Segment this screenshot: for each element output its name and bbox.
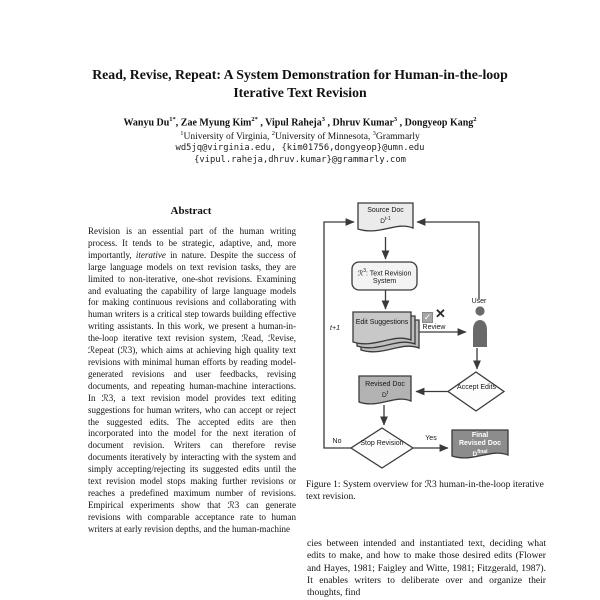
final-doc-label: Final Revised Doc Dfinal: [458, 432, 502, 459]
edit-suggestions-front: [352, 311, 412, 345]
figure-caption: Figure 1: System overview for ℛ3 human-i…: [306, 480, 544, 502]
revised-doc-label: Revised Doc Dt: [365, 381, 405, 400]
final-doc-shape: [451, 429, 509, 459]
arrow-user-to-source: [416, 218, 480, 299]
stop-revision-diamond: [349, 427, 415, 469]
abstract-text: Revision is an essential part of the hum…: [88, 226, 296, 534]
stop-revision-label: Stop Revision: [360, 440, 404, 447]
email-line-1: wd5jq@virginia.edu, {kim01756,dongyeop}@…: [175, 143, 425, 153]
review-accept-icon: ✓: [422, 312, 433, 323]
accept-edits-label: Accept Edits: [457, 384, 496, 391]
flow-shapes: [349, 202, 509, 469]
paper-title-line1: Read, Revise, Repeat: A System Demonstra…: [92, 67, 508, 82]
flowchart-canvas: [323, 202, 509, 469]
user-label: User: [471, 298, 487, 305]
edit-suggestions-label: Edit Suggestions: [355, 319, 409, 326]
flow-connectors: [323, 218, 481, 452]
revision-system-shape: [351, 261, 418, 291]
body-paragraph: cies between intended and instantiated t…: [307, 538, 546, 599]
review-label: Review: [422, 324, 446, 331]
review-reject-icon: ✕: [435, 306, 446, 321]
paper-title: Read, Revise, Repeat: A System Demonstra…: [0, 66, 600, 101]
no-label: No: [332, 438, 342, 445]
email-line-2: {vipul.raheja,dhruv.kumar}@grammarly.com: [194, 155, 406, 165]
arrow-no-loop-to-source: [323, 218, 355, 449]
source-doc-shape: [357, 202, 414, 232]
revised-doc-shape: [358, 375, 412, 405]
affiliations-line: 1University of Virginia, 2University of …: [180, 130, 420, 143]
revision-system-label: ℛ3: Text Revision System: [357, 268, 412, 286]
paper-title-line2: Iterative Text Revision: [233, 84, 367, 100]
iteration-label: t+1: [330, 325, 340, 332]
source-doc-label: Source Doc Dt-1: [367, 207, 404, 226]
authors-line: Wanyu Du1*, Zae Myung Kim2* , Vipul Rahe…: [123, 116, 477, 129]
accept-edits-diamond: [446, 371, 506, 412]
yes-label: Yes: [425, 435, 437, 442]
figure-1: Source Doc Dt-1 ℛ3: Text Revision System…: [308, 195, 548, 485]
abstract-heading: Abstract: [170, 205, 212, 217]
user-icon: [473, 306, 487, 347]
